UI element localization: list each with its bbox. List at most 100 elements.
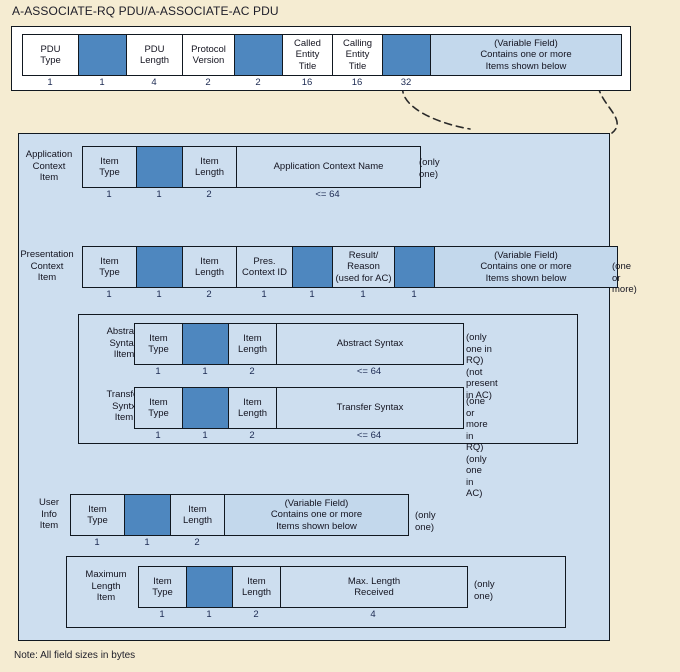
transfer-syntax-label: Transfer Syntx Item bbox=[106, 389, 142, 423]
presentation-context-size-6: 1 bbox=[411, 289, 417, 300]
application-context-cell-0: Item Type bbox=[83, 147, 137, 187]
application-context-size-0: 1 bbox=[106, 189, 112, 200]
maximum-length-size-0: 1 bbox=[159, 609, 165, 620]
connector-pdu-right bbox=[597, 85, 618, 134]
abstract-syntax-size-0: 1 bbox=[155, 366, 161, 377]
pdu-header-cell-4 bbox=[235, 35, 283, 75]
footer-note: Note: All field sizes in bytes bbox=[14, 650, 136, 661]
page-title: A-ASSOCIATE-RQ PDU/A-ASSOCIATE-AC PDU bbox=[12, 4, 279, 18]
presentation-context-label: Presentation Context Item bbox=[20, 249, 74, 283]
presentation-context-size-4: 1 bbox=[309, 289, 315, 300]
maximum-length-cell-0: Item Type bbox=[139, 567, 187, 607]
presentation-context-size-5: 1 bbox=[360, 289, 366, 300]
user-info-size-2: 2 bbox=[194, 537, 200, 548]
user-info-label: User Info Item bbox=[38, 497, 60, 531]
pdu-header-size-6: 16 bbox=[351, 77, 363, 88]
abstract-syntax-size-1: 1 bbox=[202, 366, 208, 377]
presentation-context-cell-2: Item Length bbox=[183, 247, 237, 287]
pdu-header-cell-6: Calling Entity Title bbox=[333, 35, 383, 75]
user-info-sizes: 1 1 2 bbox=[70, 537, 407, 551]
application-context-cell-1 bbox=[137, 147, 183, 187]
application-context-sizes: 1 1 2 <= 64 bbox=[82, 189, 419, 203]
maximum-length-label: Maximum Length Item bbox=[85, 569, 127, 603]
transfer-syntax-sizes: 1 1 2 <= 64 bbox=[134, 430, 462, 444]
abstract-syntax-label: Abstract Syntax Iltem bbox=[106, 326, 142, 360]
abstract-syntax-size-2: 2 bbox=[249, 366, 255, 377]
user-info-size-0: 1 bbox=[94, 537, 100, 548]
maximum-length-size-2: 2 bbox=[253, 609, 259, 620]
transfer-syntax-size-0: 1 bbox=[155, 430, 161, 441]
application-context-size-3: <= 64 bbox=[315, 189, 340, 200]
maximum-length-cell-3: Max. Length Received bbox=[281, 567, 467, 607]
maximum-length-cell-1 bbox=[187, 567, 233, 607]
abstract-syntax-cell-0: Item Type bbox=[135, 324, 183, 364]
presentation-context-cell-7: (Variable Field) Contains one or more It… bbox=[435, 247, 617, 287]
presentation-context-cell-4 bbox=[293, 247, 333, 287]
abstract-syntax-sizes: 1 1 2 <= 64 bbox=[134, 366, 462, 380]
presentation-context-cell-0: Item Type bbox=[83, 247, 137, 287]
application-context-size-2: 2 bbox=[206, 189, 212, 200]
pdu-header-cell-7 bbox=[383, 35, 431, 75]
maximum-length-size-3: 4 bbox=[370, 609, 376, 620]
transfer-syntax-cell-1 bbox=[183, 388, 229, 428]
presentation-context-cell-6 bbox=[395, 247, 435, 287]
application-context-cell-2: Item Length bbox=[183, 147, 237, 187]
maximum-length-sizes: 1 1 2 4 bbox=[138, 609, 466, 623]
pdu-header-size-0: 1 bbox=[47, 77, 53, 88]
transfer-syntax-cell-0: Item Type bbox=[135, 388, 183, 428]
abstract-syntax-cell-2: Item Length bbox=[229, 324, 277, 364]
pdu-header-cell-8: (Variable Field) Contains one or more It… bbox=[431, 35, 621, 75]
user-info-cell-1 bbox=[125, 495, 171, 535]
pdu-header-cell-3: Protocol Version bbox=[183, 35, 235, 75]
user-info-size-1: 1 bbox=[144, 537, 150, 548]
pdu-header-size-4: 2 bbox=[255, 77, 261, 88]
pdu-header-size-1: 1 bbox=[99, 77, 105, 88]
pdu-header-size-5: 16 bbox=[301, 77, 313, 88]
application-context-size-1: 1 bbox=[156, 189, 162, 200]
abstract-syntax-cell-3: Abstract Syntax bbox=[277, 324, 463, 364]
transfer-syntax-size-2: 2 bbox=[249, 430, 255, 441]
maximum-length-size-1: 1 bbox=[206, 609, 212, 620]
presentation-context-size-1: 1 bbox=[156, 289, 162, 300]
transfer-syntax-cell-2: Item Length bbox=[229, 388, 277, 428]
pdu-header-size-7: 32 bbox=[400, 77, 412, 88]
user-info-cell-0: Item Type bbox=[71, 495, 125, 535]
pdu-header-cell-2: PDU Length bbox=[127, 35, 183, 75]
pdu-header-cell-1 bbox=[79, 35, 127, 75]
transfer-syntax-annotation: (one or more in RQ) (only one in AC) bbox=[466, 396, 488, 499]
abstract-syntax-cell-1 bbox=[183, 324, 229, 364]
presentation-context-cell-5: Result/ Reason (used for AC) bbox=[333, 247, 395, 287]
presentation-context-size-2: 2 bbox=[206, 289, 212, 300]
pdu-header-cell-0: PDU Type bbox=[23, 35, 79, 75]
presentation-context-annotation: (one or more) bbox=[612, 261, 637, 295]
abstract-syntax-size-3: <= 64 bbox=[356, 366, 382, 377]
maximum-length-annotation: (only one) bbox=[474, 579, 495, 602]
user-info-cell-3: (Variable Field) Contains one or more It… bbox=[225, 495, 408, 535]
maximum-length-cell-2: Item Length bbox=[233, 567, 281, 607]
pdu-header-size-2: 4 bbox=[151, 77, 157, 88]
pdu-header-sizes: 1 1 4 2 2 16 16 32 bbox=[22, 77, 620, 91]
application-context-cell-3: Application Context Name bbox=[237, 147, 420, 187]
presentation-context-cell-1 bbox=[137, 247, 183, 287]
application-context-annotation: (only one) bbox=[419, 157, 440, 180]
pdu-header-size-3: 2 bbox=[205, 77, 211, 88]
presentation-context-size-3: 1 bbox=[261, 289, 267, 300]
connector-pdu-left bbox=[402, 85, 471, 130]
presentation-context-cell-3: Pres. Context ID bbox=[237, 247, 293, 287]
presentation-context-size-0: 1 bbox=[106, 289, 112, 300]
user-info-cells: Item Type Item Length(Variable Field) Con… bbox=[70, 494, 409, 536]
application-context-label: Application Context Item bbox=[25, 149, 73, 183]
user-info-annotation: (only one) bbox=[415, 510, 436, 533]
presentation-context-sizes: 1 1 2 1 1 1 1 bbox=[82, 289, 616, 303]
pdu-header-cell-5: Called Entity Title bbox=[283, 35, 333, 75]
transfer-syntax-cell-3: Transfer Syntax bbox=[277, 388, 463, 428]
transfer-syntax-size-3: <= 64 bbox=[356, 430, 382, 441]
transfer-syntax-size-1: 1 bbox=[202, 430, 208, 441]
user-info-cell-2: Item Length bbox=[171, 495, 225, 535]
